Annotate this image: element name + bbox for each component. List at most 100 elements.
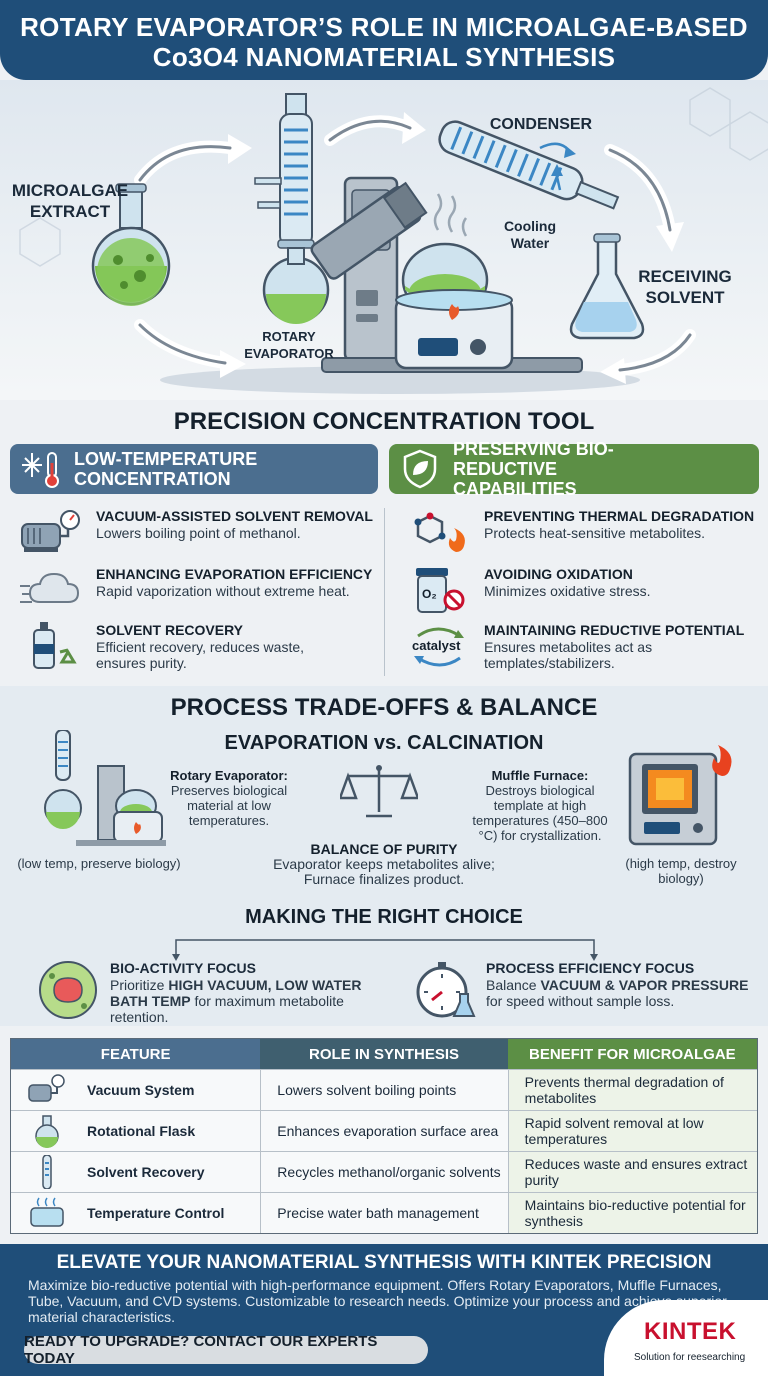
rotary-evaporator-diagram	[19, 87, 768, 394]
page-header: ROTARY EVAPORATOR’S ROLE IN MICROALGAE-B…	[0, 0, 768, 80]
header-low-temp-line1: LOW-TEMPERATURE	[74, 449, 258, 469]
tradeoffs-section	[0, 686, 768, 1026]
role-cell: Precise water bath management	[260, 1193, 507, 1233]
catalyst-label: catalyst	[412, 638, 461, 653]
contact-experts-button[interactable]: READY TO UPGRADE? CONTACT OUR EXPERTS TO…	[24, 1333, 428, 1367]
feature-comparison-table: FEATURE ROLE IN SYNTHESIS BENEFIT FOR MI…	[10, 1038, 758, 1234]
logo-text: KINTEK	[644, 1318, 737, 1345]
benefit-cell: Rapid solvent removal at low temperature…	[507, 1111, 757, 1151]
role-cell: Enhances evaporation surface area	[260, 1111, 507, 1151]
balance-title: BALANCE OF PURITY	[310, 841, 458, 857]
table-row: Temperature Control Precise water bath m…	[11, 1192, 757, 1233]
table-row: Solvent Recovery Recycles methanol/organ…	[11, 1151, 757, 1192]
table-header-benefit: BENEFIT FOR MICROALGAE	[507, 1039, 757, 1069]
item-title: ENHANCING EVAPORATION EFFICIENCY	[96, 566, 373, 582]
shield-leaf-icon	[403, 449, 437, 489]
item-desc: Minimizes oxidative stress.	[484, 583, 651, 599]
header-bio-line2: CAPABILITIES	[453, 479, 577, 499]
rotational-flask-icon	[35, 1115, 59, 1148]
mini-rotary-evaporator-icon	[44, 730, 166, 846]
bio-desc: Prioritize HIGH VACUUM, LOW WATER BATH T…	[110, 977, 362, 1025]
caption-low-temp: (low temp, preserve biology)	[17, 856, 181, 871]
item-desc: Protects heat-sensitive metabolites.	[484, 525, 705, 541]
rotary-evaporator-unit-icon	[310, 176, 583, 373]
balance-of-purity: BALANCE OF PURITY Evaporator keeps metab…	[262, 842, 506, 887]
muffle-title: Muffle Furnace:	[491, 768, 589, 783]
feature-cell: Solvent Recovery	[87, 1164, 205, 1180]
benefit-cell: Maintains bio-reductive potential for sy…	[507, 1193, 757, 1233]
molecule-flame-icon	[414, 512, 465, 552]
item-title: SOLVENT RECOVERY	[96, 622, 244, 638]
muffle-furnace-description: Muffle Furnace: Destroys biological temp…	[464, 768, 616, 843]
rotary-desc: Preserves biological material at low tem…	[170, 783, 288, 828]
microalgae-flask-icon	[91, 183, 171, 306]
benefit-cell: Prevents thermal degradation of metaboli…	[507, 1070, 757, 1110]
item-desc: Lowers boiling point of methanol.	[96, 525, 301, 541]
table-row: Vacuum System Lowers solvent boiling poi…	[11, 1069, 757, 1110]
o2-label: O₂	[422, 587, 437, 601]
item-title: MAINTAINING REDUCTIVE POTENTIAL	[484, 622, 745, 638]
table-header-feature: FEATURE	[11, 1039, 261, 1069]
caption-high-temp: (high temp, destroy biology)	[625, 856, 737, 886]
benefit-cell: Reduces waste and ensures extract purity	[507, 1152, 757, 1192]
balance-desc: Evaporator keeps metabolites alive; Furn…	[273, 856, 495, 887]
balance-scale-icon	[340, 765, 418, 818]
rotary-evaporator-description: Rotary Evaporator: Preserves biological …	[168, 768, 290, 828]
water-bath-icon	[30, 1197, 64, 1227]
muffle-desc: Destroys biological template at high tem…	[472, 783, 608, 843]
header-low-temp-line2: CONCENTRATION	[74, 469, 231, 489]
catalyst-cycle-icon: catalyst	[408, 622, 470, 670]
page-title-line2: Co3O4 NANOMATERIAL SYNTHESIS	[152, 42, 616, 72]
table-header-row: FEATURE ROLE IN SYNTHESIS BENEFIT FOR MI…	[11, 1039, 757, 1069]
kintek-logo[interactable]: KINTEK Solution for reesearching	[604, 1300, 768, 1376]
recycle-bottle-icon	[33, 622, 77, 669]
list-item-reductive-potential: catalyst MAINTAINING REDUCTIVE POTENTIAL…	[408, 622, 763, 671]
footer-description: Maximize bio-reductive potential with hi…	[28, 1277, 727, 1325]
receiving-flask-icon	[569, 233, 645, 340]
rotary-title: Rotary Evaporator:	[170, 768, 288, 783]
title-making-right-choice: MAKING THE RIGHT CHOICE	[245, 906, 523, 928]
section-title-tradeoffs: PROCESS TRADE-OFFS & BALANCE	[170, 694, 598, 721]
label-condenser: CONDENSER	[489, 116, 593, 133]
cell-icon	[39, 961, 97, 1019]
bio-title: BIO-ACTIVITY FOCUS	[110, 960, 256, 976]
feature-cell: Rotational Flask	[87, 1123, 196, 1139]
feature-cell: Temperature Control	[87, 1205, 225, 1221]
section-title-precision: PRECISION CONCENTRATION TOOL	[173, 408, 595, 435]
table-header-role: ROLE IN SYNTHESIS	[260, 1039, 508, 1069]
role-cell: Recycles methanol/organic solvents	[260, 1152, 507, 1192]
logo-tagline: Solution for reesearching	[634, 1352, 746, 1363]
vacuum-system-icon	[28, 1074, 65, 1102]
muffle-furnace-icon	[628, 745, 732, 846]
choice-process-efficiency-focus: PROCESS EFFICIENCY FOCUS Balance VACUUM …	[414, 960, 754, 1020]
column-divider	[384, 508, 385, 676]
footer-title: ELEVATE YOUR NANOMATERIAL SYNTHESIS WITH…	[56, 1252, 712, 1273]
solvent-recovery-icon	[42, 1155, 52, 1189]
snowflake-thermometer-icon	[22, 452, 59, 488]
item-desc: Efficient recovery, reduces waste, ensur…	[96, 639, 305, 671]
item-title: AVOIDING OXIDATION	[484, 566, 633, 582]
condenser-tube-icon	[438, 120, 620, 210]
page-title-line1: ROTARY EVAPORATOR’S ROLE IN MICROALGAE-B…	[20, 12, 748, 42]
table-row: Rotational Flask Enhances evaporation su…	[11, 1110, 757, 1151]
item-title: PREVENTING THERMAL DEGRADATION	[484, 508, 755, 524]
choice-branch-connector	[172, 939, 598, 961]
vertical-condenser-icon	[254, 93, 330, 324]
role-cell: Lowers solvent boiling points	[260, 1070, 507, 1110]
item-title: VACUUM-ASSISTED SOLVENT REMOVAL	[96, 508, 373, 524]
feature-cell: Vacuum System	[87, 1082, 195, 1098]
efficiency-title: PROCESS EFFICIENCY FOCUS	[486, 960, 695, 976]
header-bio-line1: PRESERVING BIO-REDUCTIVE	[453, 439, 614, 479]
efficiency-desc: Balance VACUUM & VAPOR PRESSURE for spee…	[486, 977, 749, 1009]
